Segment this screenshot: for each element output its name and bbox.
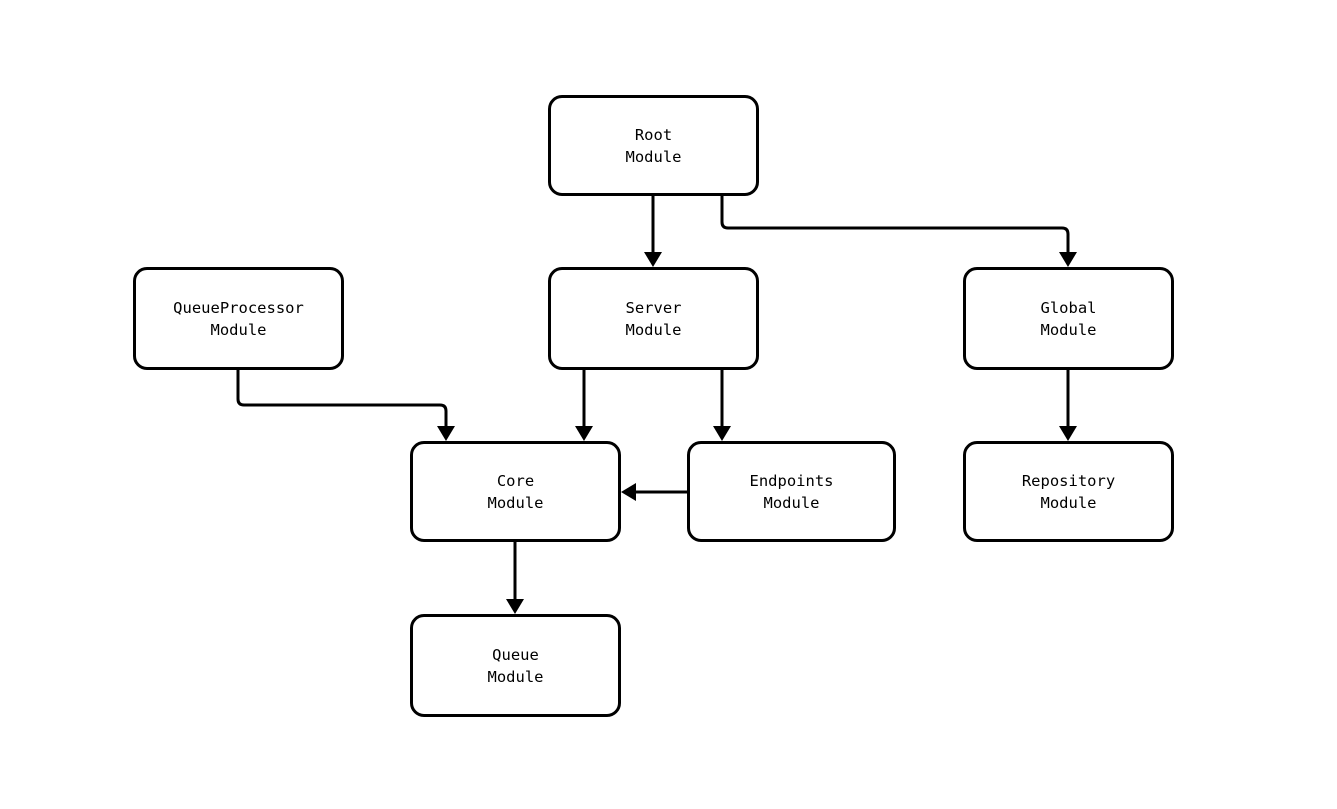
node-title: Queue (492, 645, 539, 664)
edge-root-to-global (720, 196, 1077, 267)
node-subtitle: Module (763, 493, 820, 512)
arrowhead-icon (644, 252, 662, 267)
node-title: Server (625, 298, 682, 317)
edge-line (236, 370, 448, 426)
node-subtitle: Module (210, 320, 267, 339)
edge-core-to-queue (506, 542, 524, 614)
node-subtitle: Module (487, 667, 544, 686)
node-title: Global (1040, 298, 1097, 317)
node-subtitle: Module (1040, 493, 1097, 512)
node-title: Root (634, 125, 673, 144)
edge-line (720, 196, 1070, 252)
edge-endpoints-to-core (621, 483, 687, 501)
edge-queueprocessor-to-core (236, 370, 455, 441)
node-title: QueueProcessor (173, 298, 304, 317)
node-subtitle: Module (625, 320, 682, 339)
arrowhead-icon (1059, 426, 1077, 441)
node-subtitle: Module (487, 493, 544, 512)
arrowhead-icon (506, 599, 524, 614)
node-subtitle: Module (625, 147, 682, 166)
node-title: Repository (1021, 471, 1116, 490)
node-title: Endpoints (749, 471, 834, 490)
arrowhead-icon (1059, 252, 1077, 267)
edge-server-to-core (575, 370, 593, 441)
arrowhead-icon (575, 426, 593, 441)
arrowhead-icon (713, 426, 731, 441)
node-title: Core (496, 471, 535, 490)
edge-server-to-endpoints (713, 370, 731, 441)
node-subtitle: Module (1040, 320, 1097, 339)
arrowhead-icon (437, 426, 455, 441)
edge-global-to-repository (1059, 370, 1077, 441)
arrowhead-icon (621, 483, 636, 501)
edge-root-to-server (644, 196, 662, 267)
